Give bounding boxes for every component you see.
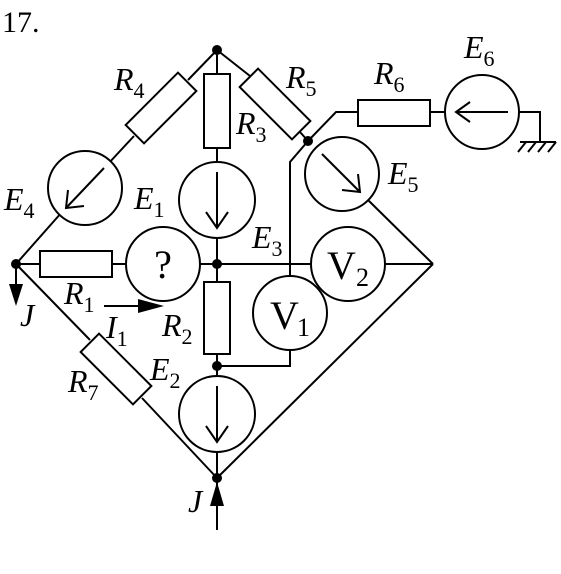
label-j-bottom: J [188,483,204,519]
source-e6 [444,74,520,150]
resistor-r3 [203,73,231,149]
label-e1: E1 [133,180,165,222]
resistor-r7 [79,332,153,406]
wire-left-e4 [15,211,63,265]
source-e2 [178,375,256,453]
nodes [11,45,313,483]
source-e1-unknown: ? [125,226,201,302]
wire-top-r5 [216,49,251,77]
label-e3: E3 [251,219,283,261]
wire-r7-bottom [141,397,218,479]
ground-hatch-2 [527,141,537,153]
resistor-r4 [124,71,198,145]
source-e4 [47,150,123,226]
label-i1: I1 [105,309,128,351]
ground-hatch-4 [547,141,557,153]
wire-e6-ground [518,111,541,142]
wire-node-v1 [289,140,309,276]
source-e5 [304,136,380,212]
ground-hatch-3 [537,141,547,153]
svg-text:1: 1 [297,313,310,342]
current-arrow-j-left [9,284,23,306]
resistor-r6 [357,99,431,127]
wire-right-bottom [216,263,434,479]
ground-hatch-1 [517,141,527,153]
label-e5: E5 [387,155,419,197]
wire-left-r7 [15,263,91,341]
label-r2: R2 [161,307,193,349]
svg-text:V: V [327,243,356,288]
wire-e5-right [367,199,434,265]
svg-text:V: V [270,293,299,338]
label-r4: R4 [113,61,145,103]
svg-text:2: 2 [356,263,369,292]
resistor-r2 [203,281,231,355]
wire-e4-r4 [107,135,135,165]
unknown-mark: ? [154,242,172,287]
current-arrow-j-bottom [210,482,224,506]
current-arrow-i1 [104,299,164,313]
resistor-r5 [238,67,312,141]
label-e6: E6 [463,29,495,71]
source-e3 [178,161,256,239]
voltmeter-v2: V 2 [310,226,386,302]
label-e4: E4 [3,181,35,223]
label-j-left: J [20,297,36,333]
voltmeter-v1: V 1 [252,275,328,351]
resistor-r1 [39,250,113,278]
wire-r4-top [187,49,218,81]
wire-v1-lower [217,350,291,367]
problem-number: 17. [2,6,40,39]
label-r1: R1 [63,275,95,317]
label-r7: R7 [67,363,99,405]
label-e2: E2 [149,351,181,393]
label-r5: R5 [285,59,317,101]
label-r3: R3 [235,105,267,147]
label-r6: R6 [373,55,405,97]
wire-node-r6 [307,111,358,142]
